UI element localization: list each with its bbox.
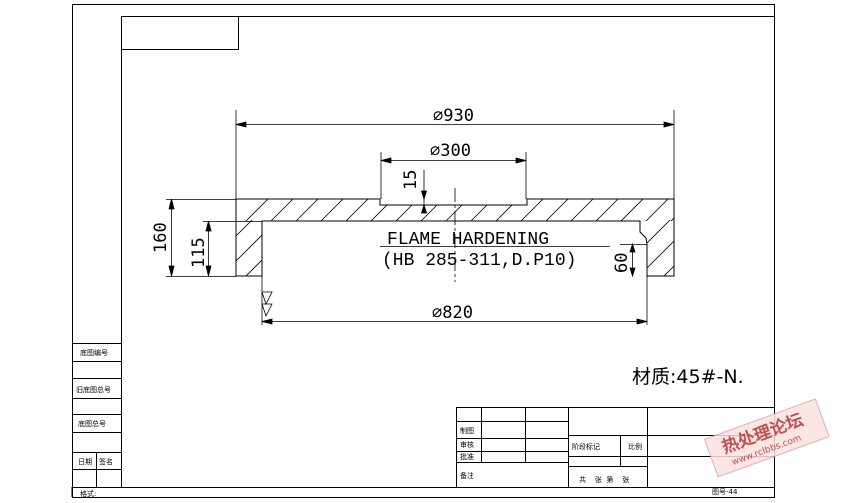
side-row-date: 日期 (78, 458, 92, 466)
tb-approved-label: 批准 (460, 452, 474, 461)
side-row-old-total-no: 旧底图总号 (76, 385, 111, 394)
corner-box (121, 16, 239, 50)
side-table: 底图编号 旧底图总号 底图总号 日期 签名 格式: (71, 343, 122, 498)
dim-bore-diameter: ⌀300 (430, 141, 471, 161)
dim-inner-height: 115 (189, 237, 209, 268)
part-section (235, 188, 675, 282)
note-flame-hardening: FLAME HARDENING (387, 230, 549, 250)
dimension-lines (166, 110, 675, 325)
tb-scale-label: 比例 (628, 442, 642, 451)
drawing-border (121, 16, 775, 488)
note-hardness-spec: (HB 285-311,D.P10) (382, 251, 576, 271)
side-row-sign: 签名 (99, 457, 113, 466)
material-spec: 材质:45#-N. (632, 366, 744, 388)
side-row-drawing-no: 底图编号 (80, 348, 108, 357)
tb-checked-label: 审核 (460, 440, 474, 449)
dim-rim-height: 60 (612, 253, 632, 273)
dim-bore-depth: 15 (401, 170, 421, 190)
tb-stage-label: 阶段标记 (572, 442, 600, 451)
dim-outer-diameter: ⌀930 (433, 106, 474, 126)
title-block: 制图 审核 批准 备注 阶段标记 比例 共 张 第 张 图号-44 (456, 407, 775, 496)
dim-total-height: 160 (151, 222, 171, 253)
tb-sheets-label: 共 张 第 张 (579, 475, 629, 484)
side-row-total-no: 底图总号 (78, 419, 106, 428)
tb-drawn-label: 制图 (460, 426, 474, 435)
tb-page-code: 图号-44 (712, 488, 738, 496)
tb-remarks-label: 备注 (460, 471, 474, 480)
watermark-stamp: 热处理论坛 www.rclbbs.com (703, 398, 830, 478)
dim-inner-diameter: ⌀820 (432, 303, 473, 323)
side-footer-format: 格式: (80, 489, 96, 498)
